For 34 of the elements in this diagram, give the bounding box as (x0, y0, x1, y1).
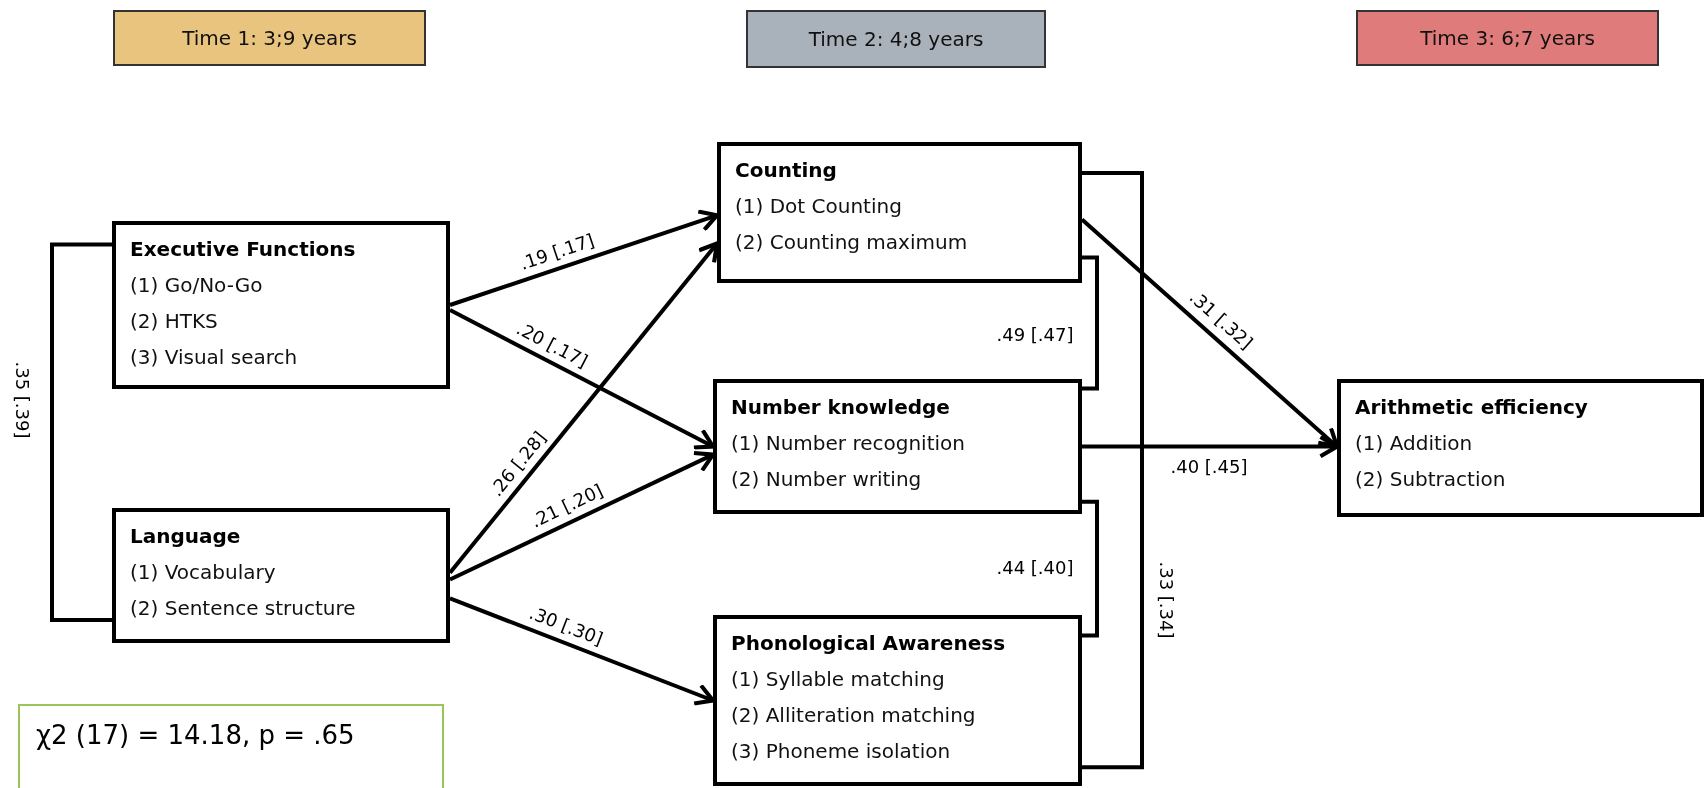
indicator-text: (1) Go/No-Go (130, 272, 264, 299)
construct-heading: Arithmetic efficiency (1355, 394, 1589, 421)
indicator-text: (1) Dot Counting (735, 193, 903, 220)
construct-heading: Language (130, 523, 242, 550)
time-point-tag: Time 2: 4;8 years (746, 10, 1046, 68)
time-point-tag: Time 3: 6;7 years (1356, 10, 1659, 66)
indicator-text: (1) Syllable matching (731, 666, 946, 693)
construct-box (112, 221, 450, 389)
construct-heading: Counting (735, 157, 838, 184)
correlation-bracket (1082, 255, 1099, 391)
indicator-text: (2) Sentence structure (130, 595, 357, 622)
indicator-text: (1) Number recognition (731, 430, 966, 457)
indicator-text: (1) Vocabulary (130, 559, 277, 586)
indicator-text: (3) Phoneme isolation (731, 738, 952, 765)
construct-box (717, 142, 1082, 283)
construct-heading: Executive Functions (130, 236, 357, 263)
indicator-text: (2) Number writing (731, 466, 923, 493)
correlation-bracket (1082, 171, 1144, 770)
construct-heading: Phonological Awareness (731, 630, 1007, 657)
indicator-text: (3) Visual search (130, 344, 299, 371)
fit-statistic-box: χ2 (17) = 14.18, p = .65 (18, 704, 444, 788)
indicator-text: (2) HTKS (130, 308, 219, 335)
indicator-text: (2) Alliteration matching (731, 702, 977, 729)
indicator-text: (1) Addition (1355, 430, 1474, 457)
correlation-bracket (50, 242, 112, 623)
construct-box (1337, 379, 1704, 517)
construct-box (713, 379, 1082, 514)
construct-box (112, 508, 450, 643)
indicator-text: (2) Subtraction (1355, 466, 1507, 493)
time-point-tag: Time 1: 3;9 years (113, 10, 426, 66)
indicator-text: (2) Counting maximum (735, 229, 969, 256)
construct-heading: Number knowledge (731, 394, 951, 421)
correlation-bracket (1082, 499, 1099, 638)
construct-box (713, 615, 1082, 786)
